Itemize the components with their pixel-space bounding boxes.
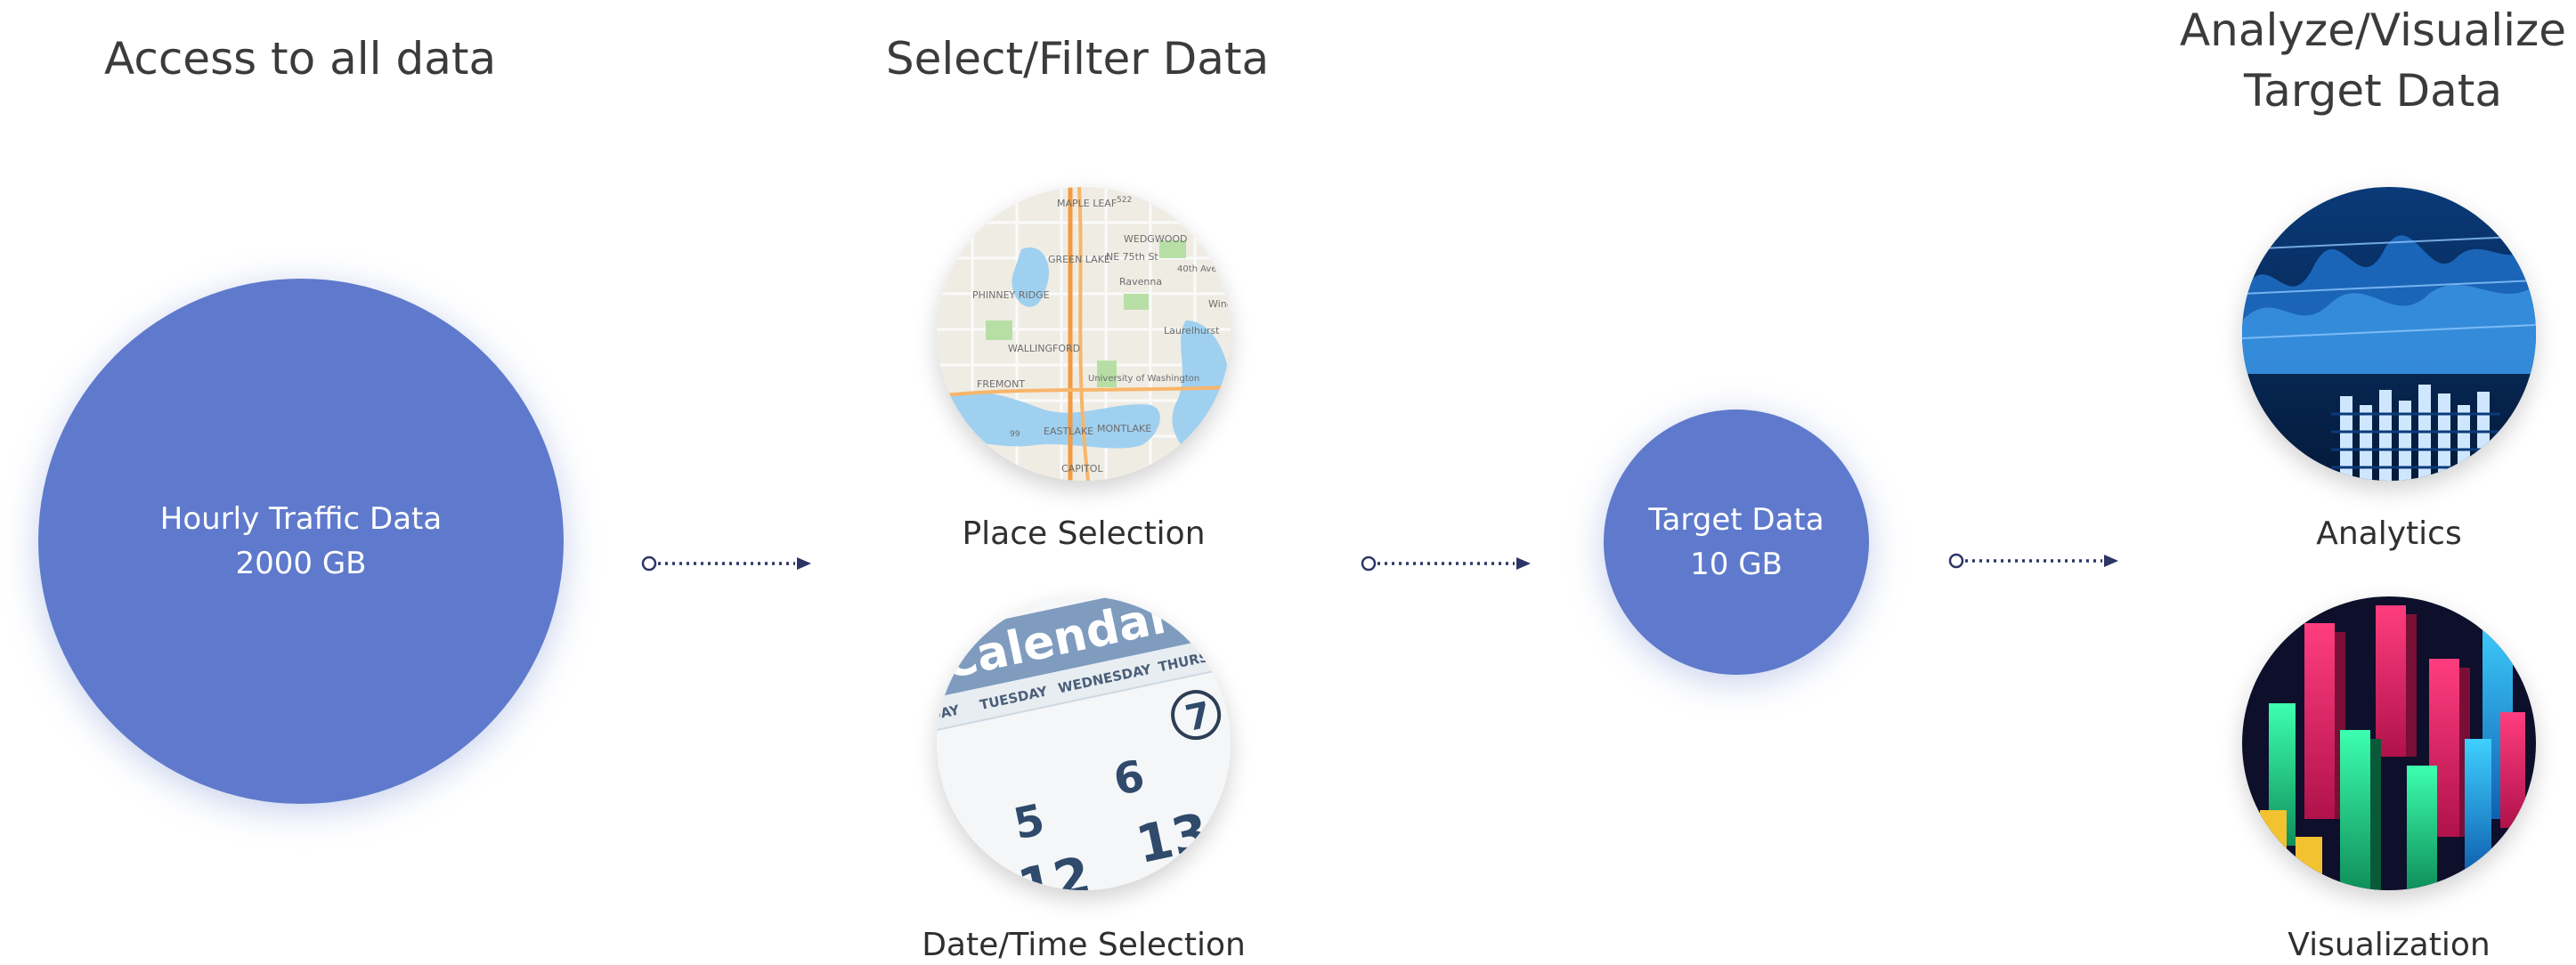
stage-title-access: Access to all data	[104, 33, 497, 85]
map-label-laurelhurst: Laurelhurst	[1164, 325, 1220, 337]
map-label-montlake: MONTLAKE	[1097, 423, 1151, 434]
source-data-size: 2000 GB	[235, 546, 367, 581]
map-label-ne-75th: NE 75th St	[1106, 251, 1158, 263]
map-label-ravenna: Ravenna	[1119, 276, 1162, 288]
map-label-madi: MADI	[1195, 436, 1221, 448]
map-label-40th-ave: 40th Ave NE	[1177, 264, 1231, 274]
map-label-capitol: CAPITOL	[1061, 463, 1103, 474]
map-label-eastlake: EASTLAKE	[1044, 426, 1093, 437]
analytics-image	[2242, 187, 2536, 481]
place-selection-label: Place Selection	[962, 515, 1206, 552]
visualization-image	[2242, 596, 2536, 890]
target-data-size: 10 GB	[1690, 547, 1783, 582]
map-label-phinney-ridge: PHINNEY RIDGE	[972, 289, 1050, 301]
stage-title-analyze: Analyze/Visualize Target Data	[2179, 4, 2567, 117]
map-label-wedgwood: WEDGWOOD	[1124, 233, 1187, 245]
stage-title-select: Select/Filter Data	[885, 33, 1270, 85]
map-label-wallingford: WALLINGFORD	[1008, 343, 1080, 354]
analytics-label: Analytics	[2316, 515, 2462, 552]
flow-arrow-2	[1361, 555, 1531, 572]
map-label-green-lake: GREEN LAKE	[1048, 254, 1110, 265]
map-label-maple-leaf: MAPLE LEAF	[1057, 198, 1117, 209]
target-data-circle: Target Data 10 GB	[1604, 410, 1869, 675]
flow-arrow-1	[641, 555, 811, 572]
source-data-circle: Hourly Traffic Data 2000 GB	[38, 279, 564, 804]
map-label-wind: Wind	[1208, 298, 1231, 310]
map-label-522: 522	[1117, 196, 1132, 205]
visualization-label: Visualization	[2288, 927, 2491, 963]
flow-arrow-3	[1948, 553, 2118, 569]
map-label-99: 99	[1010, 430, 1020, 439]
calendar-image: Calendar NDAY TUESDAY WEDNESDAY THURSDA …	[937, 596, 1231, 890]
map-image: MAPLE LEAF WEDGWOOD NE 75th St GREEN LAK…	[937, 187, 1231, 481]
map-label-university: University of Washington	[1088, 374, 1199, 384]
source-data-label: Hourly Traffic Data	[159, 501, 443, 537]
date-time-selection-label: Date/Time Selection	[922, 927, 1246, 963]
target-data-label: Target Data	[1648, 502, 1824, 538]
map-label-fremont: FREMONT	[977, 378, 1025, 390]
